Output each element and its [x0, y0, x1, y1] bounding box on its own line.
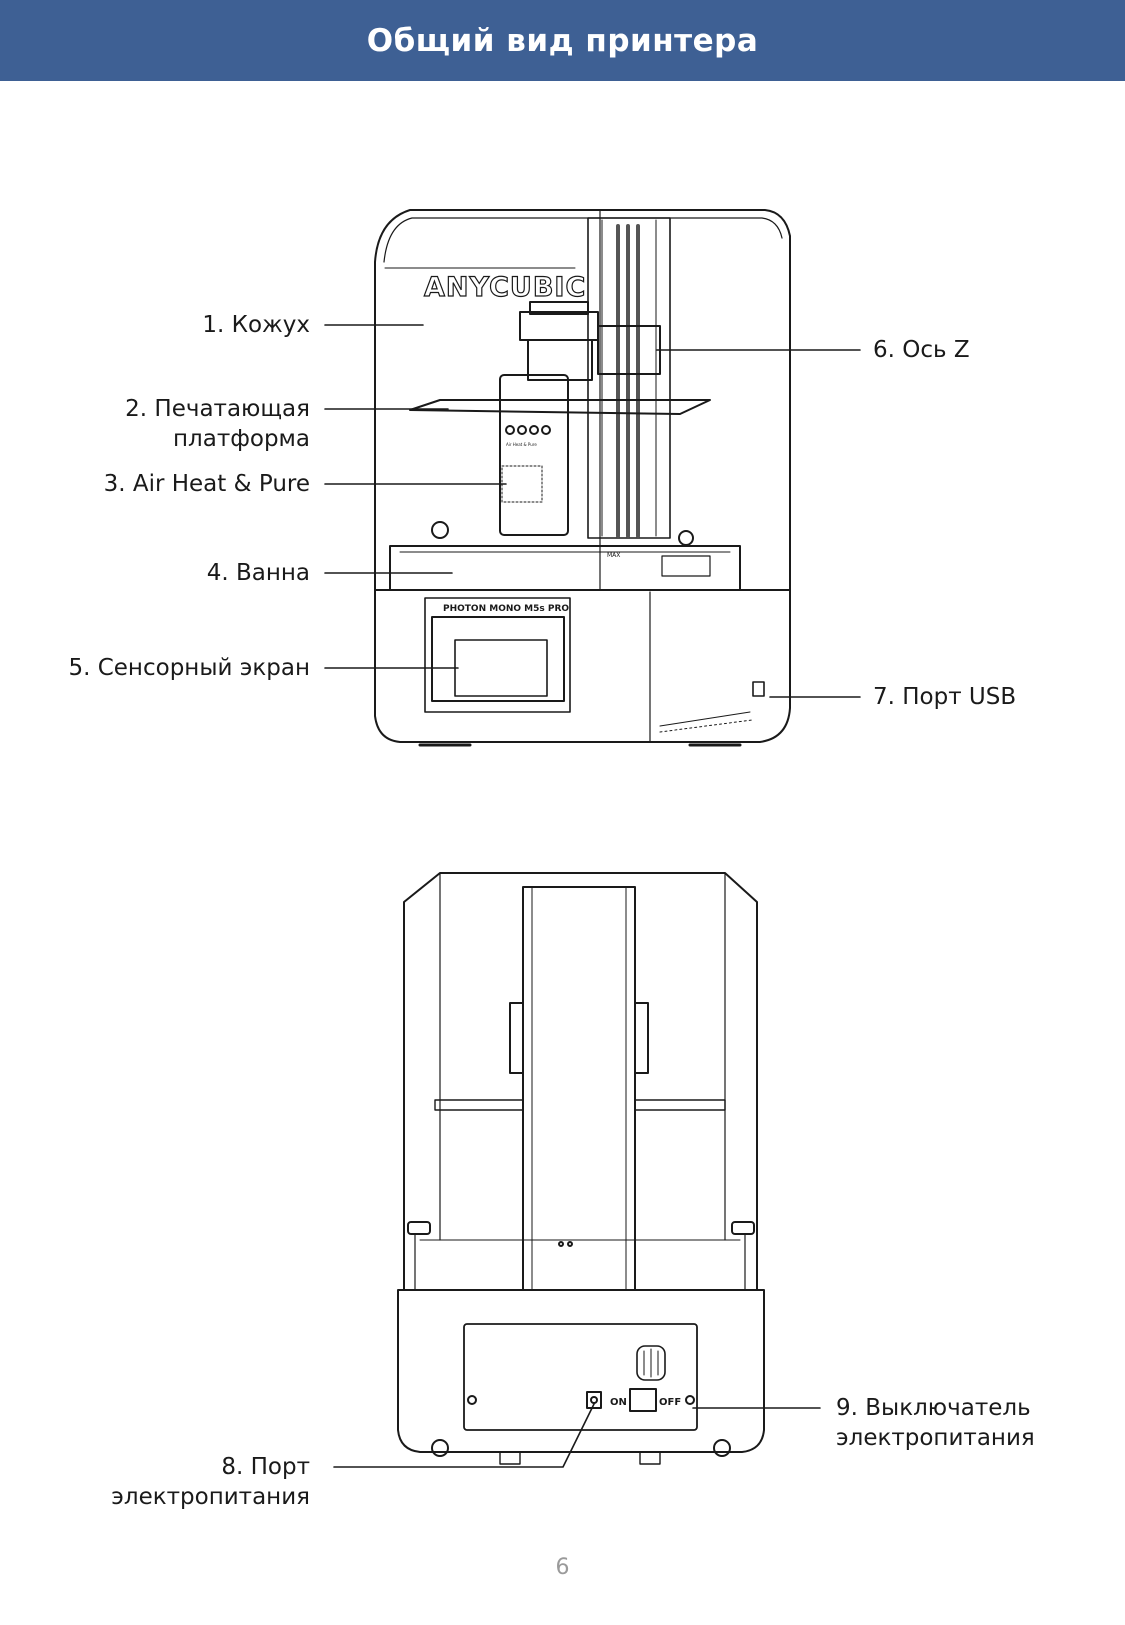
brand-logo: ANYCUBIC	[424, 272, 586, 303]
label-z-axis: 6. Ось Z	[873, 337, 970, 363]
label-build-platform: 2. Печатающая платформа	[125, 396, 310, 452]
label-touch-screen: 5. Сенсорный экран	[68, 655, 310, 681]
back-printer-drawing	[397, 872, 765, 1465]
vat-max-marking: MAX	[607, 552, 620, 559]
leader-lines	[324, 324, 861, 1468]
module-marking: Air Heat & Pure	[506, 442, 537, 447]
page-number: 6	[555, 1555, 570, 1580]
page-header: Общий вид принтера	[0, 0, 1125, 81]
switch-on-marking: ON	[610, 1397, 627, 1408]
label-vat: 4. Ванна	[206, 560, 310, 586]
label-power-switch: 9. Выключатель электропитания	[836, 1395, 1035, 1451]
label-housing: 1. Кожух	[202, 312, 310, 338]
label-air-heat-pure: 3. Air Heat & Pure	[103, 471, 310, 497]
label-usb-port: 7. Порт USB	[873, 684, 1017, 710]
page-title: Общий вид принтера	[366, 22, 759, 59]
front-printer-drawing	[374, 209, 791, 747]
switch-off-marking: OFF	[659, 1397, 681, 1408]
label-power-port: 8. Порт электропитания	[111, 1454, 310, 1510]
model-marking: PHOTON MONO M5s PRO	[443, 604, 569, 614]
